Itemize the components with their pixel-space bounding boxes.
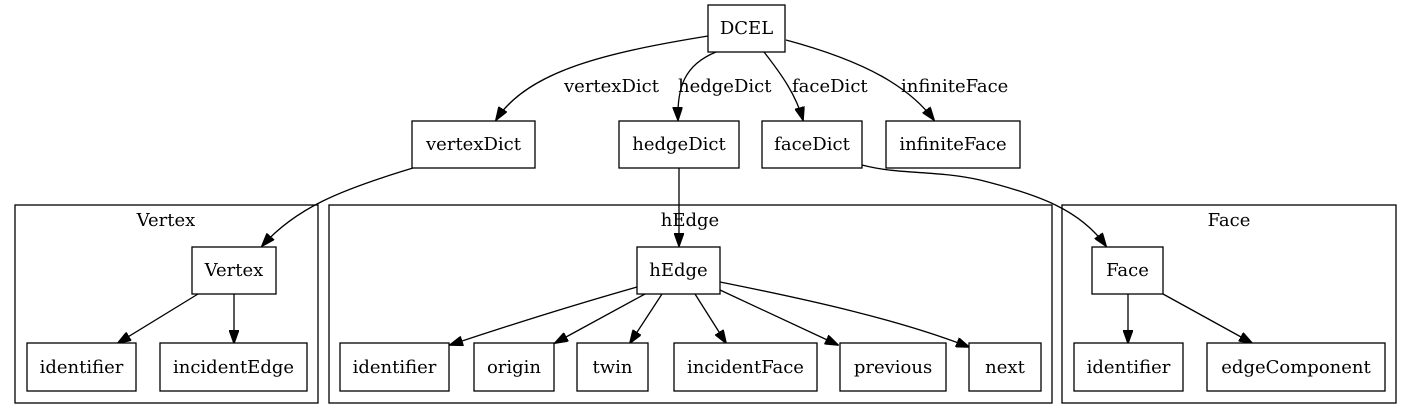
edge-label-infiniteface: infiniteFace: [901, 76, 1008, 97]
node-hedge-previous: previous: [839, 342, 947, 392]
node-hedge-incidentface: incidentFace: [673, 342, 818, 392]
node-hedge-identifier: identifier: [339, 342, 450, 392]
cluster-vertex: Vertex: [14, 204, 319, 404]
svg-text:incidentEdge: incidentEdge: [173, 357, 294, 378]
edge-labels: vertexDict hedgeDict faceDict infiniteFa…: [563, 76, 1008, 97]
svg-text:origin: origin: [487, 357, 541, 378]
edge-hedge-previous: [719, 289, 838, 345]
svg-text:faceDict: faceDict: [774, 134, 850, 155]
node-infiniteface: infiniteFace: [885, 120, 1021, 169]
svg-text:edgeComponent: edgeComponent: [1221, 357, 1371, 378]
cluster-vertex-title: Vertex: [136, 210, 196, 231]
edge-vertex-identifier: [118, 293, 199, 343]
svg-text:Vertex: Vertex: [204, 260, 264, 281]
svg-text:identifier: identifier: [353, 357, 437, 378]
edge-hedge-identifier: [450, 286, 638, 345]
cluster-hedge: hEdge: [328, 204, 1053, 404]
svg-text:identifier: identifier: [40, 357, 124, 378]
svg-text:next: next: [985, 357, 1025, 378]
svg-text:infiniteFace: infiniteFace: [899, 134, 1006, 155]
edge-hedge-incidentface: [694, 293, 726, 343]
node-facedict: faceDict: [761, 120, 863, 169]
cluster-face: Face: [1061, 204, 1397, 404]
edge-hedge-twin: [630, 293, 663, 343]
svg-text:Face: Face: [1106, 260, 1149, 281]
node-vertex-identifier: identifier: [26, 342, 137, 392]
edge-dcel-infiniteface: [785, 39, 934, 120]
cluster-face-title: Face: [1208, 210, 1251, 231]
node-face-edgecomponent: edgeComponent: [1206, 342, 1386, 392]
edge-dcel-facedict: [763, 51, 803, 120]
edges: [118, 35, 1252, 347]
node-hedge-next: next: [968, 342, 1042, 392]
svg-text:DCEL: DCEL: [720, 18, 773, 39]
edge-facedict-face: [861, 164, 1106, 246]
node-face-identifier: identifier: [1073, 342, 1184, 392]
svg-text:hedgeDict: hedgeDict: [632, 134, 726, 155]
edge-label-vertexdict: vertexDict: [563, 76, 660, 97]
node-hedge-twin: twin: [576, 342, 649, 392]
node-dcel: DCEL: [707, 4, 786, 53]
node-vertexdict: vertexDict: [411, 120, 536, 169]
node-face: Face: [1091, 246, 1164, 295]
cluster-hedge-title: hEdge: [661, 210, 719, 231]
edge-label-facedict: faceDict: [792, 76, 868, 97]
edge-dcel-vertexdict: [496, 35, 709, 120]
svg-text:previous: previous: [854, 357, 932, 378]
svg-text:incidentFace: incidentFace: [687, 357, 804, 378]
edge-hedge-origin: [555, 293, 646, 343]
svg-text:hEdge: hEdge: [649, 260, 707, 281]
edge-face-edgecomponent: [1162, 293, 1252, 343]
edge-vertexdict-vertex: [262, 167, 414, 246]
edge-dcel-hedgedict: [678, 51, 717, 120]
edge-label-hedgedict: hedgeDict: [678, 76, 772, 97]
svg-text:twin: twin: [593, 357, 633, 378]
node-vertex: Vertex: [191, 246, 277, 295]
node-hedge-origin: origin: [473, 342, 555, 392]
svg-text:identifier: identifier: [1087, 357, 1171, 378]
svg-text:vertexDict: vertexDict: [425, 134, 522, 155]
edge-hedge-next: [719, 281, 969, 347]
node-hedgedict: hedgeDict: [618, 120, 740, 169]
node-hedge: hEdge: [636, 246, 721, 295]
node-vertex-incidentedge: incidentEdge: [159, 342, 308, 392]
